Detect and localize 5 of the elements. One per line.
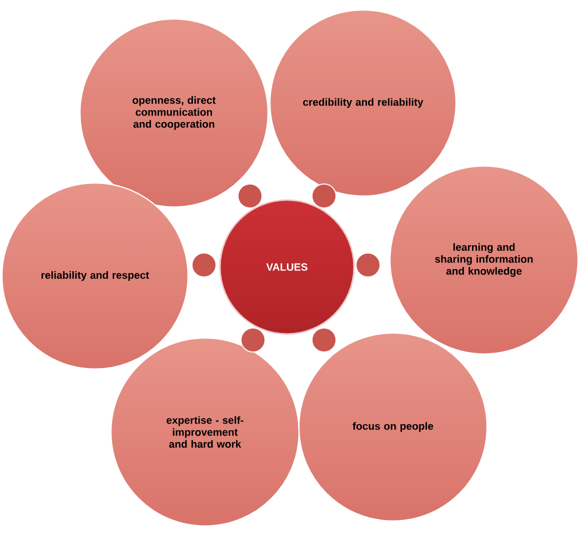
small-circle <box>356 252 380 278</box>
small-circle <box>312 184 336 208</box>
small-circle <box>312 328 336 352</box>
small-circle <box>240 328 266 352</box>
small-circle <box>192 252 216 278</box>
